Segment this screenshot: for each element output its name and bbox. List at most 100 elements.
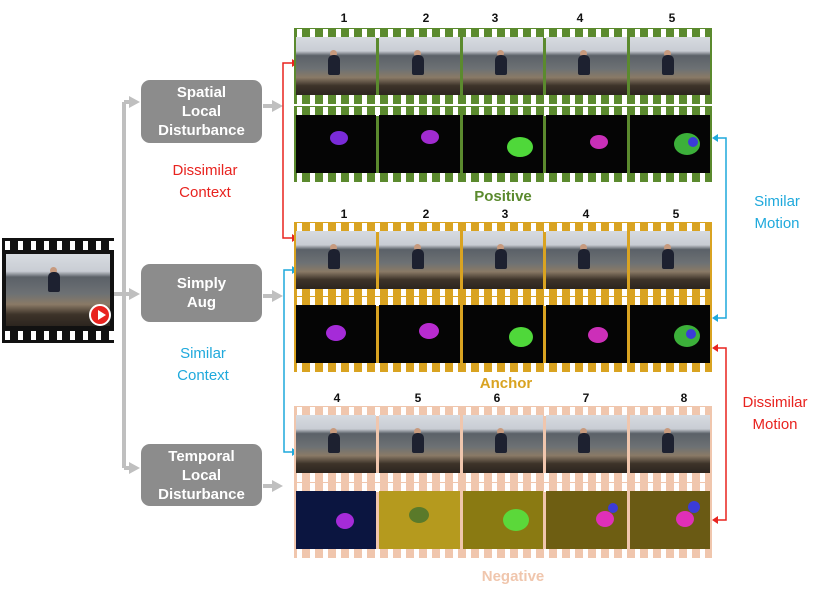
person-body [328,249,341,269]
video-frame [546,37,627,95]
flow-blob [685,329,696,339]
video-frame [296,415,377,473]
simply-aug-box: Simply Aug [141,264,262,322]
person-head [580,50,588,57]
flow-blob [330,131,348,145]
flow-blob [687,501,700,513]
video-frame [296,231,377,289]
person-body [661,55,674,75]
spatial-disturbance-box: Spatial Local Disturbance [141,80,262,143]
positive-rgb-strip [294,28,712,104]
flow-frame [546,115,627,173]
person-body [494,55,507,75]
flow-blob [608,503,619,513]
rgb-frames [296,231,711,289]
person-body [411,55,424,75]
film-holes-top [294,107,712,116]
similar-motion-label: Similar Motion [754,193,800,232]
frame-number: 3 [501,207,509,221]
person-head [413,428,421,435]
dissimilar-motion-label: Dissimilar Motion [742,394,808,433]
film-holes-top [294,407,712,416]
person-body [578,249,591,269]
video-frame [462,37,544,95]
person-body [578,55,591,75]
flow-frame [296,115,377,173]
frame-number: 2 [422,207,430,221]
frame-number: 5 [414,391,422,405]
person-head [496,428,504,435]
flow-frame [379,491,460,549]
negative-rgb-strip [294,406,712,482]
frame-number: 4 [333,391,341,405]
video-frame [462,231,544,289]
frame-number: 2 [422,11,430,25]
positive-label: Positive [474,188,532,205]
anchor-label: Anchor [479,375,533,392]
person-body [661,249,674,269]
flow-frame [296,491,377,549]
person-head [330,428,338,435]
person-body [494,433,507,453]
dissimilar-context-label: Dissimilar Context [172,162,238,201]
video-frame [546,231,627,289]
video-frame [296,37,377,95]
film-holes-top [294,483,712,492]
film-holes-bottom [294,173,712,182]
flow-blob [419,323,440,339]
flow-frame [296,305,377,363]
flow-blob [502,509,529,531]
rgb-frames [296,37,711,95]
frame-number: 1 [340,11,348,25]
flow-blob [336,513,354,529]
flow-blob [596,511,615,527]
flow-frame [546,491,627,549]
person-head [496,50,504,57]
film-holes-top [294,223,712,232]
frame-number: 8 [680,391,688,405]
flow-frame [629,305,711,363]
film-holes-bottom [294,473,712,482]
positive-flow-strip [294,106,712,182]
person-head [413,50,421,57]
video-frame [629,415,711,473]
person-body [578,433,591,453]
flow-blob [506,137,533,157]
person-head [663,428,671,435]
person-head [663,50,671,57]
flow-frame [379,305,460,363]
person-head [496,244,504,251]
person-head [580,428,588,435]
flow-blob [675,511,694,527]
video-frame [379,37,460,95]
film-holes-top [294,297,712,306]
flow-frame [462,491,544,549]
person-body [328,55,341,75]
film-holes-bottom [294,549,712,558]
flow-frame [546,305,627,363]
flow-frame [462,115,544,173]
negative-flow-strip [294,482,712,558]
video-frame [546,415,627,473]
frame-number: 6 [493,391,501,405]
person-head [580,244,588,251]
rgb-frames [296,415,711,473]
film-holes-bottom [294,289,712,298]
video-frame [462,415,544,473]
temporal-disturbance-box: Temporal Local Disturbance [141,444,262,506]
person-head [330,244,338,251]
film-holes-bottom [294,363,712,372]
frame-number: 3 [491,11,499,25]
flow-blob [588,327,609,343]
flow-blob [421,130,440,144]
film-holes-top [2,241,114,250]
anchor-flow-strip [294,296,712,372]
person-head [330,50,338,57]
flow-blob [508,327,533,347]
person-body [328,433,341,453]
anchor-rgb-strip [294,222,712,298]
person-head [413,244,421,251]
frame-number: 5 [672,207,680,221]
film-holes-bottom [2,331,114,340]
